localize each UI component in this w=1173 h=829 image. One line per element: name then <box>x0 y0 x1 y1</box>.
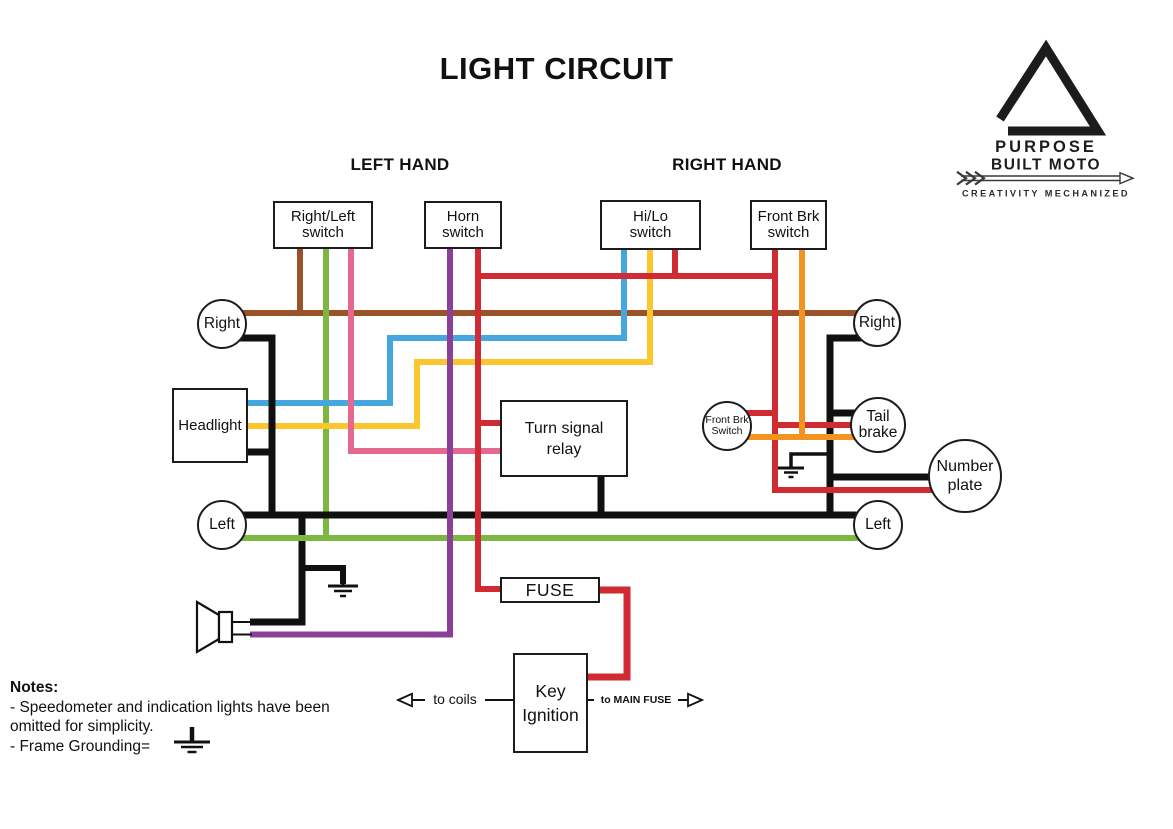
right-left-indicator-circle: Left <box>853 500 903 550</box>
front-brk-switch-circle-label-line2: Switch <box>711 425 743 437</box>
left-hand-heading: LEFT HAND <box>350 155 450 174</box>
tail-brake-label-line1: Tail <box>866 408 890 425</box>
notes-line2: omitted for simplicity. <box>10 718 154 735</box>
number-plate-label-line1: Number <box>936 458 994 475</box>
wire-black-right-indicator-left <box>240 334 276 515</box>
notes-ground-symbol <box>174 727 210 754</box>
number-plate-circle: Number plate <box>928 439 1002 513</box>
logo-graphics: PURPOSE BUILT MOTO CREATIVITY MECHANIZED <box>956 39 1135 199</box>
logo-line2: BUILT MOTO <box>991 157 1101 174</box>
page-title: LIGHT CIRCUIT <box>439 51 674 86</box>
key-ignition-label-line1: Key <box>535 681 566 701</box>
notes-line3: - Frame Grounding= <box>10 737 150 755</box>
front-brk-switch-label-line1: Front Brk <box>757 208 820 225</box>
logo-tagline: CREATIVITY MECHANIZED <box>962 189 1130 199</box>
notes-line1: - Speedometer and indication lights have… <box>10 698 330 716</box>
horn-switch-label-line2: switch <box>442 224 484 241</box>
notes-block: Notes: - Speedometer and indication ligh… <box>10 678 390 756</box>
wire-blue <box>244 246 627 406</box>
right-hand-heading: RIGHT HAND <box>672 155 782 174</box>
notes-heading: Notes: <box>10 679 59 696</box>
front-brk-switch-box: Front Brk switch <box>750 200 827 250</box>
number-plate-label-line2: plate <box>947 477 983 494</box>
right-left-switch-label-line2: switch <box>302 224 344 241</box>
horn-switch-label-line1: Horn <box>446 208 480 225</box>
wire-black-horn-branch <box>250 515 306 626</box>
wire-red-frontbrk-vertical <box>772 246 935 493</box>
left-left-indicator-label: Left <box>209 516 235 533</box>
wire-yellow <box>244 246 653 429</box>
tail-brake-label-line2: brake <box>858 424 898 441</box>
to-main-fuse-caption: to MAIN FUSE <box>594 694 678 706</box>
hilo-switch-label-line1: Hi/Lo <box>632 208 669 225</box>
right-left-switch-box: Right/Left switch <box>273 201 373 249</box>
wire-red-horn-to-fuse <box>475 246 504 592</box>
wire-black-ground-branch-left <box>302 565 346 584</box>
fuse-box: FUSE <box>500 577 600 603</box>
logo-triangle <box>996 39 1107 136</box>
wire-red-fuse-to-key <box>584 586 631 681</box>
turn-signal-relay-label-line2: relay <box>546 440 582 458</box>
wire-black-right-vertical <box>826 334 861 515</box>
right-left-switch-label-line1: Right/Left <box>290 208 356 225</box>
front-brk-switch-label-line2: switch <box>767 224 810 241</box>
headlight-label: Headlight <box>178 416 242 434</box>
hilo-switch-box: Hi/Lo switch <box>600 200 701 250</box>
right-left-indicator-label: Left <box>865 516 891 533</box>
wire-purple <box>250 246 453 638</box>
right-right-indicator-circle: Right <box>853 299 901 347</box>
ground-symbol-left <box>328 568 358 598</box>
horn-switch-box: Horn switch <box>424 201 502 249</box>
key-ignition-box: Key Ignition <box>513 653 588 753</box>
turn-signal-relay-label-line1: Turn signal <box>524 419 604 437</box>
front-brk-switch-circle: Front Brk Switch <box>702 401 752 451</box>
fuse-label: FUSE <box>525 580 575 600</box>
left-right-indicator-label: Right <box>203 315 241 332</box>
hilo-switch-label-line2: switch <box>629 224 672 241</box>
headlight-box: Headlight <box>172 388 248 463</box>
ground-symbol-right <box>778 452 830 479</box>
tail-brake-circle: Tail brake <box>850 397 906 453</box>
left-right-indicator-circle: Right <box>197 299 247 349</box>
key-ignition-label-line2: Ignition <box>522 705 579 725</box>
right-right-indicator-label: Right <box>858 314 896 331</box>
left-left-indicator-circle: Left <box>197 500 247 550</box>
horn-icon <box>195 600 252 654</box>
to-coils-caption: to coils <box>425 692 485 707</box>
turn-signal-relay-box: Turn signal relay <box>500 400 628 477</box>
logo-arrow <box>956 170 1135 186</box>
front-brk-switch-circle-label-line1: Front Brk <box>705 413 749 426</box>
logo-line1: PURPOSE <box>995 138 1097 156</box>
